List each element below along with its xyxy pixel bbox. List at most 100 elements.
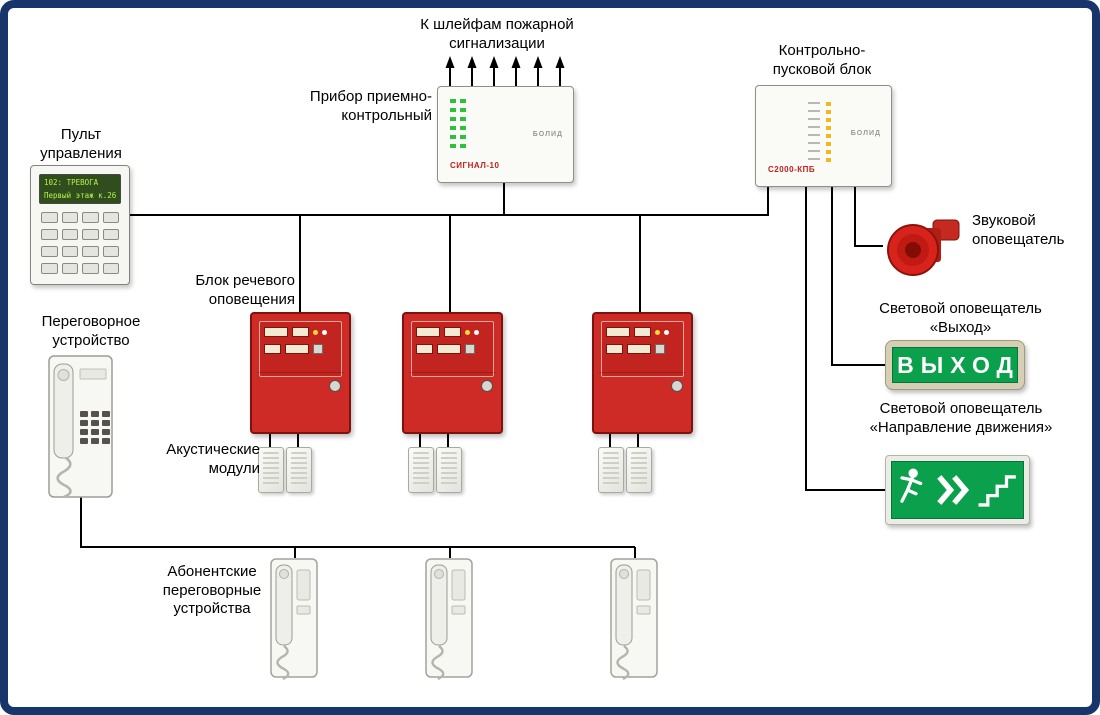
key-icon — [82, 229, 99, 240]
label-text: Звуковой — [972, 212, 1036, 229]
label-text: Пульт — [60, 126, 102, 143]
label-text: Прибор приемно- — [309, 88, 432, 105]
label-plate-icon — [606, 344, 623, 354]
label-text: Контрольно- — [778, 42, 866, 59]
direction-pictograms — [900, 468, 1016, 507]
label-text: Абонентские — [167, 563, 257, 580]
label-text: «Направление движения» — [869, 418, 1053, 436]
signal10-led-columns — [450, 99, 466, 149]
label-plate-icon — [416, 327, 440, 337]
subscriber-intercom — [270, 558, 319, 681]
voice-panel-display — [411, 321, 494, 377]
key-icon — [41, 263, 58, 274]
label-text: «Выход» — [929, 318, 992, 336]
label-subscriber-intercoms: Абонентские переговорные устройства — [153, 563, 271, 619]
label-control-device: Прибор приемно- контрольный — [290, 88, 432, 125]
white-led-icon — [474, 329, 479, 335]
acoustic-module — [408, 447, 434, 493]
running-man-icon — [900, 468, 923, 503]
yellow-led-icon — [655, 329, 660, 335]
label-direction-annunciator: Световой оповещатель «Направление движен… — [845, 400, 1077, 437]
label-sound-annunciator: Звуковой оповещатель — [972, 212, 1084, 249]
kpb-led-columns — [808, 102, 831, 162]
key-icon — [41, 212, 58, 223]
panel-button-icon — [465, 344, 475, 354]
fire-loop-arrows — [445, 56, 565, 86]
green-led-column-icon — [460, 99, 466, 149]
key-icon — [102, 212, 119, 223]
key-icon — [61, 246, 78, 257]
display-row — [416, 327, 489, 337]
key-icon — [82, 246, 99, 257]
key-icon — [82, 263, 99, 274]
green-led-column-icon — [450, 99, 456, 149]
exit-light-sign: ВЫХОД — [885, 340, 1025, 390]
direction-light-sign — [885, 455, 1030, 525]
acoustic-module — [598, 447, 624, 493]
chevron-right-icon — [937, 475, 970, 505]
door-lock-icon — [481, 380, 493, 392]
acoustic-module — [626, 447, 652, 493]
pult-keypad — [41, 212, 119, 274]
key-icon — [61, 263, 78, 274]
signal10-model-text: СИГНАЛ-10 — [450, 161, 500, 170]
label-text: пусковой блок — [772, 60, 872, 78]
voice-panel-display — [259, 321, 342, 377]
label-text: устройства — [173, 600, 251, 618]
lcd-line: Первый этаж к.26 — [44, 191, 116, 200]
key-icon — [61, 229, 78, 240]
intercom-keypad-icon — [80, 411, 110, 444]
label-text: оповещения — [208, 290, 295, 308]
acoustic-module — [286, 447, 312, 493]
label-plate-icon — [292, 327, 309, 337]
exit-sign-screen: ВЫХОД — [892, 347, 1018, 383]
acoustic-module — [258, 447, 284, 493]
label-voice-block: Блок речевого оповещения — [170, 272, 295, 309]
label-text: Блок речевого — [195, 272, 295, 289]
white-led-icon — [322, 329, 327, 335]
label-plate-icon — [627, 344, 651, 354]
sound-annunciator-siren — [887, 219, 960, 276]
label-text: оповещатель — [972, 230, 1065, 248]
label-plate-icon — [437, 344, 461, 354]
display-row — [606, 327, 679, 337]
key-icon — [102, 246, 119, 257]
label-control-panel: Пульт управления — [25, 126, 137, 163]
direction-sign-screen — [891, 461, 1024, 519]
device-control-panel: 102: ТРЕВОГА Первый этаж к.26 — [30, 165, 130, 285]
device-signal10: СИГНАЛ-10 БОЛИД — [437, 86, 574, 183]
voice-block-panel-1 — [250, 312, 351, 434]
label-text: Световой оповещатель — [879, 300, 1042, 317]
yellow-led-icon — [465, 329, 470, 335]
label-plate-icon — [634, 327, 651, 337]
kpb-model-text: С2000-КПБ — [768, 165, 816, 174]
voice-block-panel-2 — [402, 312, 503, 434]
label-exit-annunciator: Световой оповещатель «Выход» — [853, 300, 1068, 337]
yellow-led-column-icon — [826, 102, 831, 162]
label-plate-icon — [416, 344, 433, 354]
subscriber-intercom — [425, 558, 474, 681]
lcd-line: 102: ТРЕВОГА — [44, 178, 99, 187]
yellow-led-icon — [313, 329, 318, 335]
label-text: переговорные — [162, 581, 262, 599]
label-text: К шлейфам пожарной — [420, 16, 574, 33]
pult-lcd-screen: 102: ТРЕВОГА Первый этаж к.26 — [39, 174, 121, 204]
label-text: устройство — [52, 331, 130, 349]
label-text: Световой оповещатель — [879, 400, 1043, 417]
door-lock-icon — [329, 380, 341, 392]
label-plate-icon — [264, 344, 281, 354]
voice-block-panel-3 — [592, 312, 693, 434]
label-text: Переговорное — [41, 313, 141, 330]
key-icon — [82, 212, 99, 223]
kpb-brand-text: БОЛИД — [850, 130, 881, 137]
label-plate-icon — [444, 327, 461, 337]
display-row — [606, 344, 679, 354]
label-acoustic-modules: Акустические модули — [158, 441, 260, 478]
door-lock-icon — [671, 380, 683, 392]
label-text: контрольный — [341, 106, 432, 124]
label-start-block: Контрольно- пусковой блок — [742, 42, 902, 79]
label-intercom: Переговорное устройство — [25, 313, 157, 350]
label-text: сигнализации — [449, 34, 545, 52]
label-fire-loops: К шлейфам пожарной сигнализации — [377, 16, 617, 53]
key-icon — [102, 229, 119, 240]
